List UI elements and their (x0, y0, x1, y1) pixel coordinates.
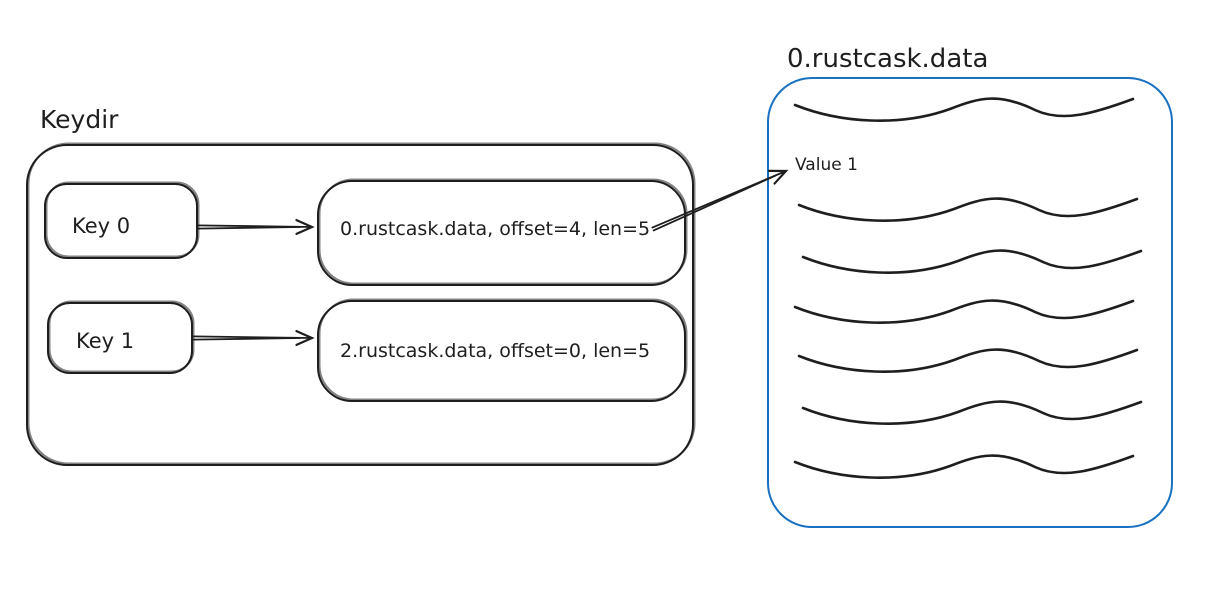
data-squiggle (801, 249, 1143, 274)
key1-label: Key 1 (76, 329, 134, 353)
arrow (295, 329, 315, 347)
datafile-title: 0.rustcask.data (787, 44, 988, 74)
arrow (192, 335, 313, 339)
pointer-arrows (192, 169, 789, 347)
sketch-stroke-echo (27, 142, 696, 465)
record0-label: 0.rustcask.data, offset=4, len=5 (340, 218, 650, 240)
sketch-stroke-echo (318, 298, 688, 401)
data-squiggle (801, 400, 1143, 425)
arrow (196, 224, 313, 228)
sketch-stroke-echo (45, 181, 200, 258)
data-squiggle (793, 454, 1135, 479)
data-squiggle (793, 299, 1135, 324)
record1-label: 2.rustcask.data, offset=0, len=5 (340, 340, 650, 362)
keydir-box (26, 144, 694, 466)
datafile-value-label: Value 1 (795, 155, 858, 175)
keydir-title: Keydir (40, 105, 119, 134)
arrow (651, 170, 787, 229)
record1-box (317, 300, 686, 402)
key0-box (44, 183, 198, 259)
data-squiggle (793, 97, 1135, 122)
key0-label: Key 0 (72, 214, 130, 238)
arrow (767, 169, 789, 185)
data-squiggle (797, 197, 1139, 222)
key1-box (47, 302, 193, 374)
sketch-stroke-echo (318, 178, 688, 285)
data-squiggle (797, 348, 1139, 373)
arrow (295, 218, 315, 236)
record0-box (317, 180, 686, 286)
data-squiggles (793, 97, 1143, 479)
datafile-box (767, 77, 1173, 528)
